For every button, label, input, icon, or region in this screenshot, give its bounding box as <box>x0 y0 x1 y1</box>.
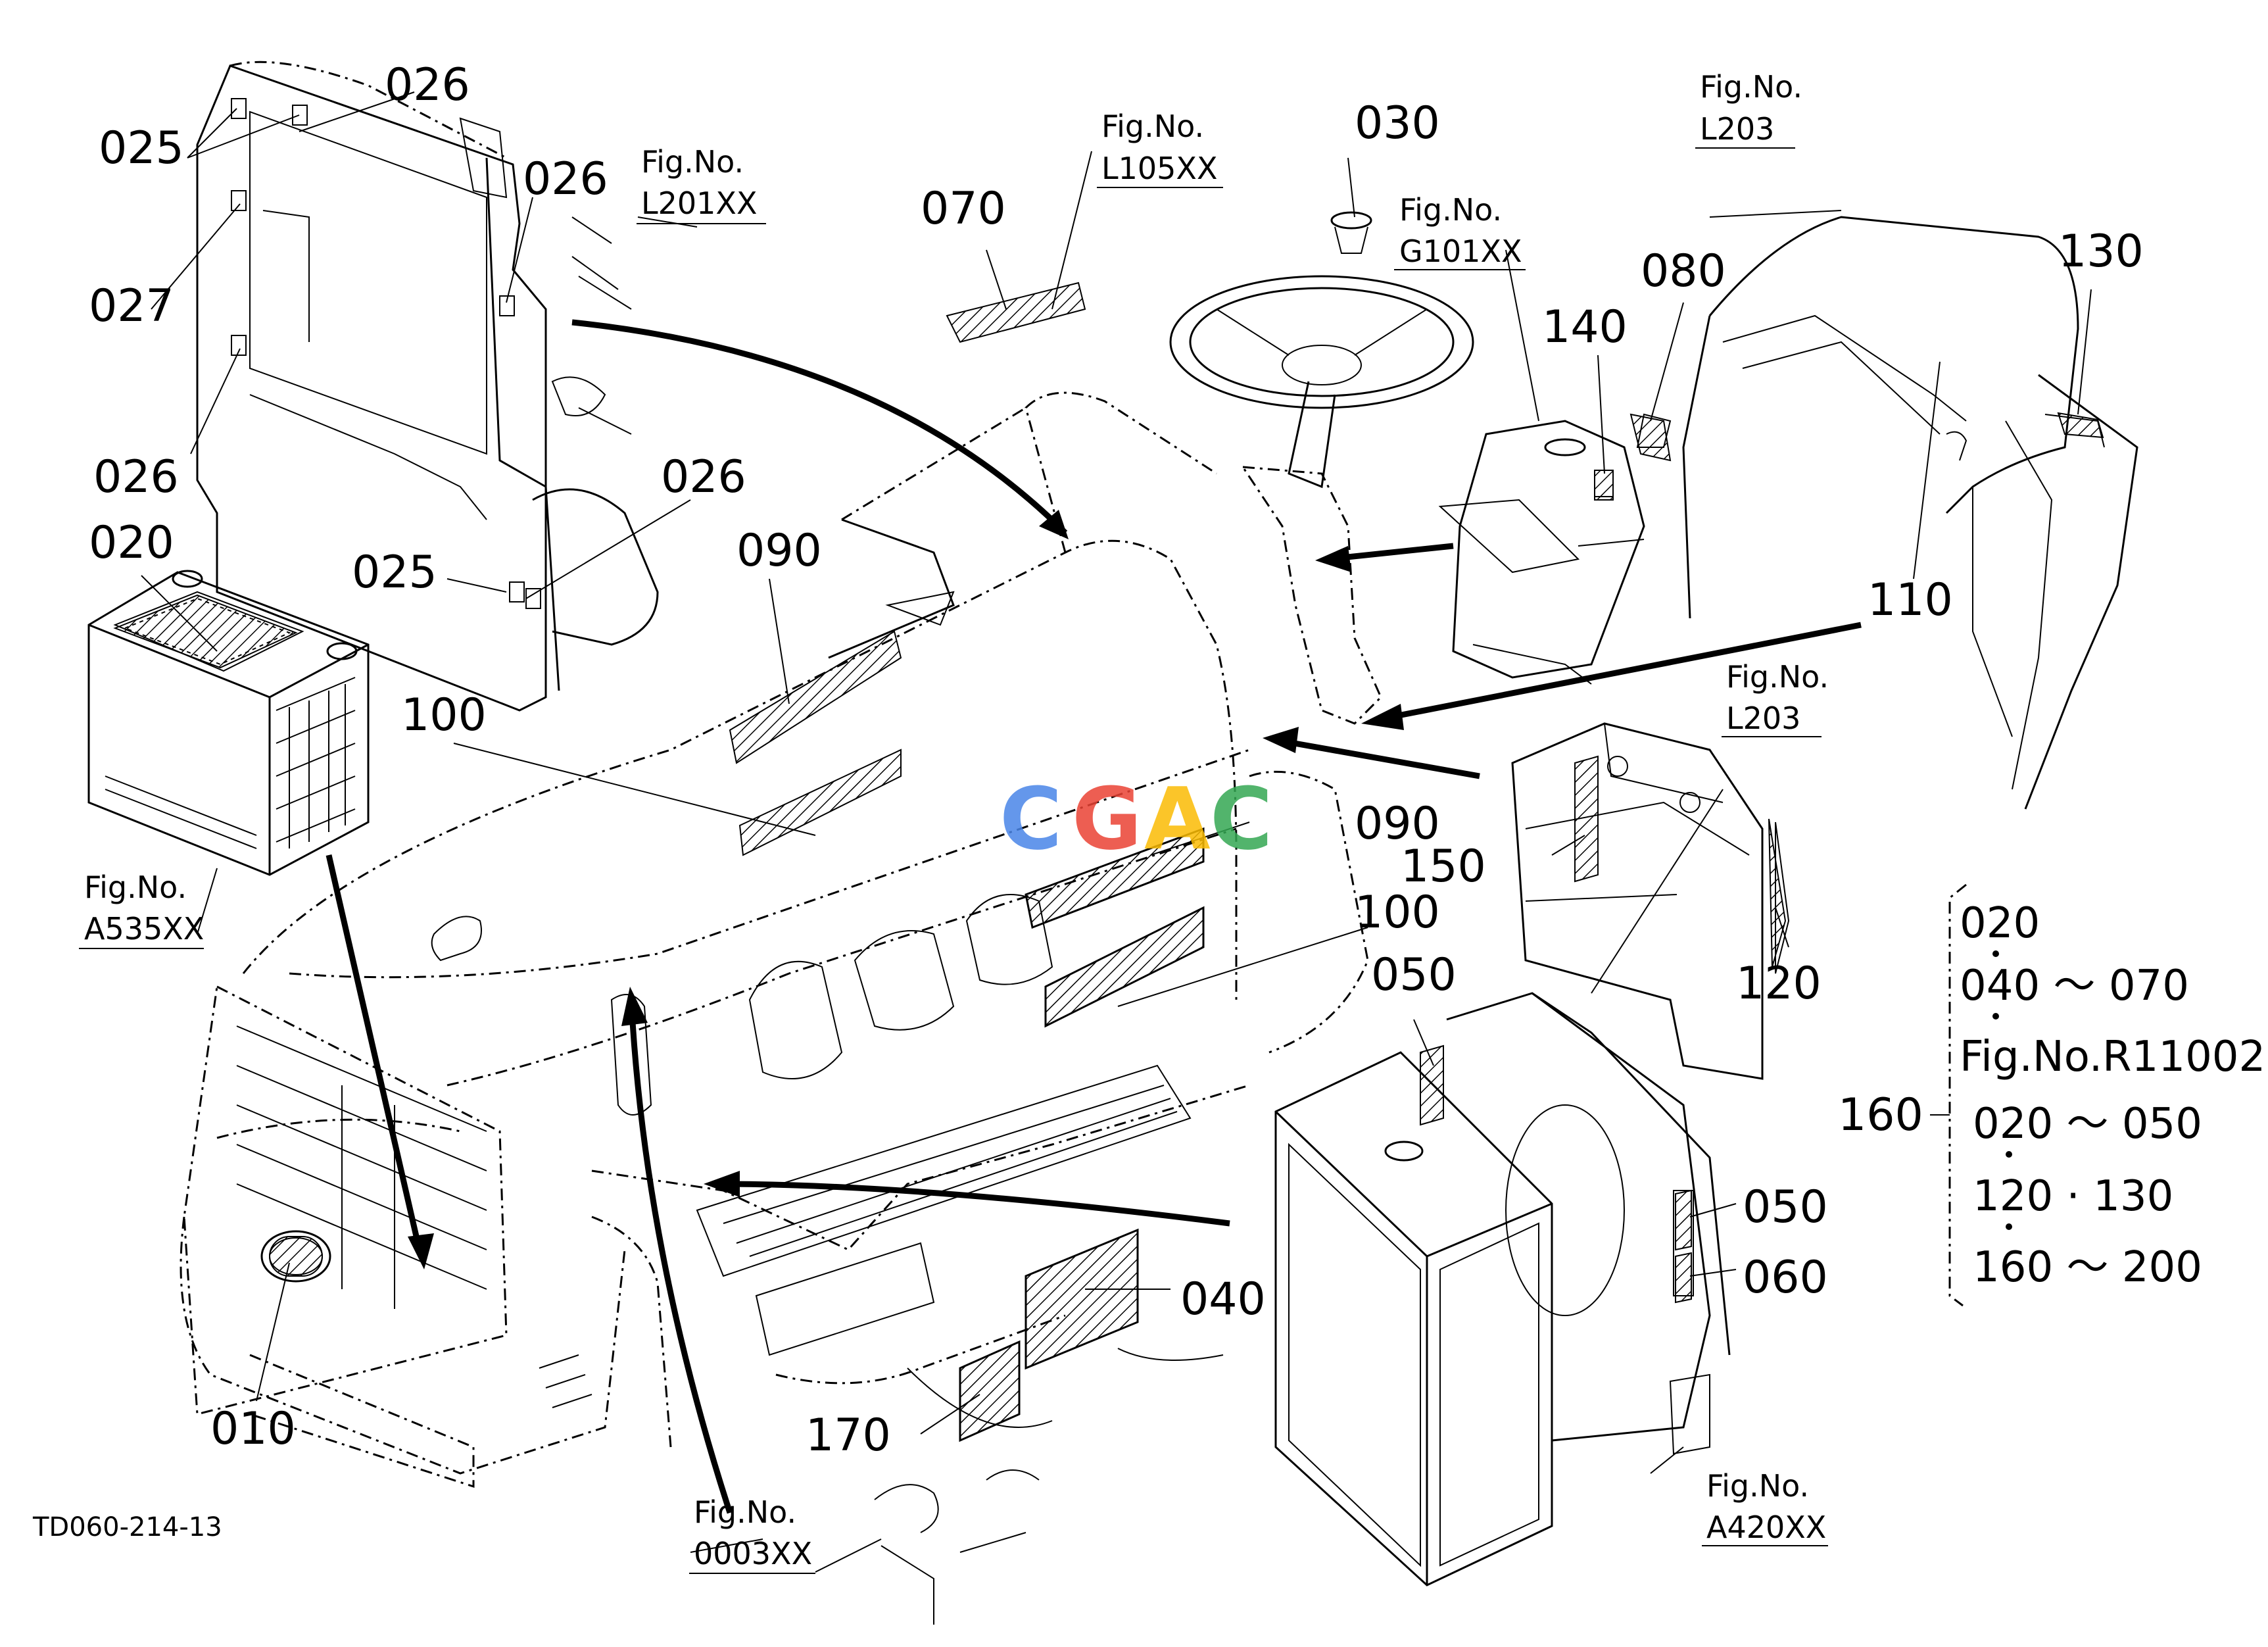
fig-ref-l105: Fig.No. L105XX <box>1097 109 1223 188</box>
kit-line-6: 160 〜 200 <box>1973 1243 2202 1292</box>
callout-040: 040 <box>1180 1273 1266 1325</box>
decal-areas <box>113 282 2104 1442</box>
callout-070: 070 <box>921 183 1006 235</box>
decal-050b <box>1675 1189 1692 1251</box>
decal-100b <box>1044 906 1205 1028</box>
svg-text:L201XX: L201XX <box>641 185 757 221</box>
callout-labels: 025 026 027 026 026 026 025 020 090 100 … <box>89 59 2144 1462</box>
kit-line-1: 020 <box>1960 899 2040 948</box>
callout-026-top: 026 <box>385 59 470 111</box>
svg-text:Fig.No.: Fig.No. <box>1101 109 1204 144</box>
kit-line-5: 120 · 130 <box>1973 1172 2173 1221</box>
svg-text:0003XX: 0003XX <box>694 1536 812 1571</box>
drawing-code: TD060-214-13 <box>32 1512 222 1542</box>
callout-020: 020 <box>89 517 174 569</box>
decal-140 <box>1594 470 1614 501</box>
svg-text:Fig.No.: Fig.No. <box>1726 659 1829 695</box>
kit-line-3: Fig.No.R11002 <box>1960 1033 2265 1081</box>
decal-070 <box>946 282 1086 343</box>
decal-090a <box>729 630 902 764</box>
leader-lines <box>141 91 2092 1573</box>
decal-020 <box>113 594 298 669</box>
fig-ref-0003: Fig.No. 0003XX <box>689 1494 815 1574</box>
fig-ref-l201: Fig.No. L201XX <box>637 144 766 224</box>
decal-060 <box>1675 1252 1692 1304</box>
callout-060: 060 <box>1743 1252 1828 1304</box>
decal-040 <box>1025 1228 1139 1370</box>
fig-ref-a535: Fig.No. A535XX <box>79 870 204 949</box>
svg-text:Fig.No.: Fig.No. <box>1700 69 1802 105</box>
decal-150 <box>1574 755 1599 883</box>
callout-090-upper: 090 <box>736 525 822 577</box>
callout-160: 160 <box>1838 1089 1923 1141</box>
watermark-logo: C G A C <box>1000 769 1272 869</box>
fuel-tank-drawing <box>1438 420 1645 685</box>
radiator-drawing <box>1274 992 1731 1586</box>
svg-text:G101XX: G101XX <box>1399 234 1522 269</box>
fender-drawing <box>1636 216 2138 810</box>
callout-027: 027 <box>89 280 174 332</box>
svg-text:Fig.No.: Fig.No. <box>1399 192 1502 228</box>
decal-100a <box>738 749 902 856</box>
kit-line-2: 040 〜 070 <box>1960 962 2189 1010</box>
fig-ref-l203-mid: Fig.No. L203 <box>1722 659 1829 737</box>
svg-text:A535XX: A535XX <box>84 911 204 946</box>
svg-text:Fig.No.: Fig.No. <box>694 1494 796 1530</box>
callout-030: 030 <box>1355 97 1440 149</box>
callout-100-lower: 100 <box>1355 887 1440 939</box>
reference-arrows <box>326 319 1862 1514</box>
callout-050-lower: 050 <box>1743 1181 1828 1233</box>
svg-text:Fig.No.: Fig.No. <box>84 870 187 905</box>
figure-references: Fig.No. L201XX Fig.No. L105XX Fig.No. G1… <box>79 69 1829 1574</box>
side-panel-drawing <box>196 61 659 712</box>
fig-ref-g101: Fig.No. G101XX <box>1394 192 1526 270</box>
decal-050a <box>1420 1045 1444 1126</box>
callout-170: 170 <box>806 1410 891 1462</box>
decal-130 <box>2057 412 2104 439</box>
side-louver-drawing <box>696 1064 1224 1625</box>
kit-line-4: 020 〜 050 <box>1973 1100 2202 1148</box>
callout-150: 150 <box>1401 841 1486 893</box>
svg-text:Fig.No.: Fig.No. <box>1706 1468 1809 1504</box>
decal-080 <box>1629 413 1672 462</box>
decal-010 <box>269 1236 323 1277</box>
watermark-letter-1: C <box>1000 769 1062 869</box>
svg-text:L203: L203 <box>1726 701 1800 736</box>
watermark-letter-2: G <box>1072 769 1142 869</box>
svg-text:L105XX: L105XX <box>1101 151 1217 186</box>
svg-text:A420XX: A420XX <box>1706 1510 1826 1545</box>
callout-140: 140 <box>1542 301 1628 353</box>
callout-026-mid: 026 <box>523 153 608 205</box>
callout-090-lower: 090 <box>1355 798 1440 850</box>
callout-080: 080 <box>1641 245 1726 297</box>
callout-100-upper: 100 <box>401 689 487 741</box>
fig-ref-a420: Fig.No. A420XX <box>1702 1468 1828 1546</box>
decal-120 <box>1768 818 1787 968</box>
svg-text:Fig.No.: Fig.No. <box>641 144 744 180</box>
watermark-letter-4: C <box>1210 769 1272 869</box>
decal-170 <box>959 1340 1021 1442</box>
svg-text:L203: L203 <box>1700 111 1774 147</box>
callout-026-left: 026 <box>93 451 179 503</box>
callout-130: 130 <box>2058 226 2144 278</box>
side-cover-drawing <box>1511 722 1790 1080</box>
callout-120: 120 <box>1736 958 1822 1010</box>
fig-ref-l203-top: Fig.No. L203 <box>1695 69 1802 149</box>
watermark-letter-3: A <box>1144 769 1211 869</box>
hood-drawing <box>216 391 1369 1251</box>
callout-025-lower: 025 <box>352 547 437 599</box>
callout-050-upper: 050 <box>1371 949 1457 1001</box>
steering-drawing <box>1169 211 1474 725</box>
callout-010: 010 <box>210 1403 296 1455</box>
callout-110: 110 <box>1868 574 1953 626</box>
decal-090b <box>1025 827 1205 929</box>
callout-026-lower: 026 <box>661 451 746 503</box>
callout-025-upper: 025 <box>99 122 184 174</box>
kit-160-list: 160 020 040 〜 070 Fig.No.R11002 020 〜 05… <box>1838 883 2265 1307</box>
